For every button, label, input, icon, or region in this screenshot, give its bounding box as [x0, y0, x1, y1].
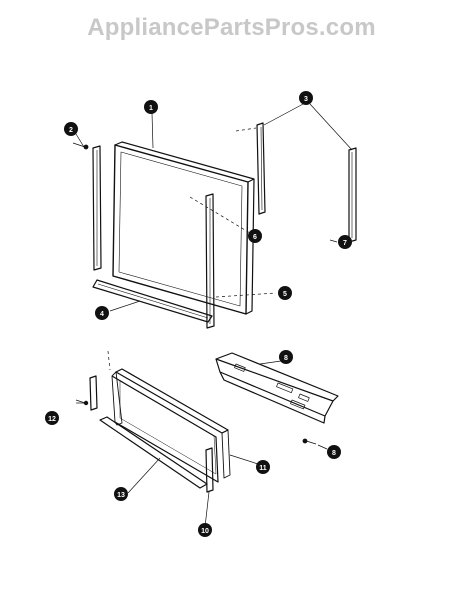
watermark-text: AppliancePartsPros.com — [87, 14, 376, 41]
right-strip-part — [348, 147, 357, 243]
left-trim-part — [72, 142, 102, 271]
callout-7: 7 — [338, 235, 352, 249]
svg-text:2: 2 — [69, 127, 73, 134]
callouts: 1 2 3 4 5 6 7 8 8 12 13 10 11 9 — [45, 91, 352, 537]
callout-10: 10 — [198, 523, 212, 537]
callout-8b: 8 — [327, 445, 341, 459]
svg-text:11: 11 — [259, 465, 267, 472]
callout-6: 6 — [248, 229, 262, 243]
lower-post-part — [205, 447, 214, 493]
lower-strip-part — [99, 416, 208, 489]
callout-5: 5 — [278, 286, 292, 300]
callout-2: 2 — [64, 122, 78, 136]
callout-12: 13 — [114, 487, 128, 501]
bracket-part — [215, 352, 339, 424]
svg-text:7: 7 — [343, 240, 347, 247]
callout-8a: 8 — [279, 350, 293, 364]
callout-3: 3 — [299, 91, 313, 105]
svg-text:12: 12 — [48, 416, 56, 423]
svg-text:10: 10 — [201, 528, 209, 535]
svg-text:5: 5 — [283, 291, 287, 298]
svg-text:8: 8 — [284, 355, 288, 362]
svg-text:13: 13 — [117, 492, 125, 499]
callout-1: 1 — [144, 100, 158, 114]
front-right-trim-part — [205, 193, 215, 329]
callout-13: 11 — [256, 460, 270, 474]
svg-text:4: 4 — [100, 311, 104, 318]
callout-4: 4 — [95, 306, 109, 320]
svg-text:1: 1 — [149, 105, 153, 112]
svg-text:6: 6 — [253, 234, 257, 241]
bottom-strip-part — [92, 279, 213, 323]
upper-strip-part — [256, 122, 266, 215]
small-post-part — [75, 375, 98, 411]
door-panel-part — [112, 141, 255, 315]
screw-part — [302, 438, 317, 445]
svg-text:3: 3 — [304, 96, 308, 103]
svg-text:8: 8 — [332, 450, 336, 457]
callout-11: 12 — [45, 411, 59, 425]
